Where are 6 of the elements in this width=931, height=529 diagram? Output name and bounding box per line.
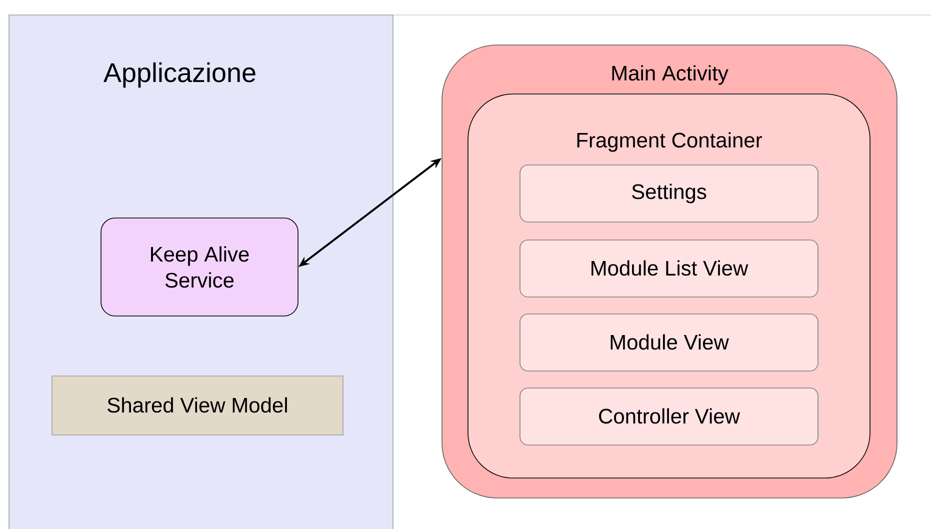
service-box: Keep Alive Service <box>100 218 298 316</box>
fragment-box: Module View <box>520 314 818 372</box>
fragment-box: Module List View <box>520 240 818 298</box>
fragment-box: Settings <box>520 164 818 222</box>
fragment-box: Controller View <box>520 388 818 446</box>
model-box: Shared View Model <box>52 376 344 436</box>
